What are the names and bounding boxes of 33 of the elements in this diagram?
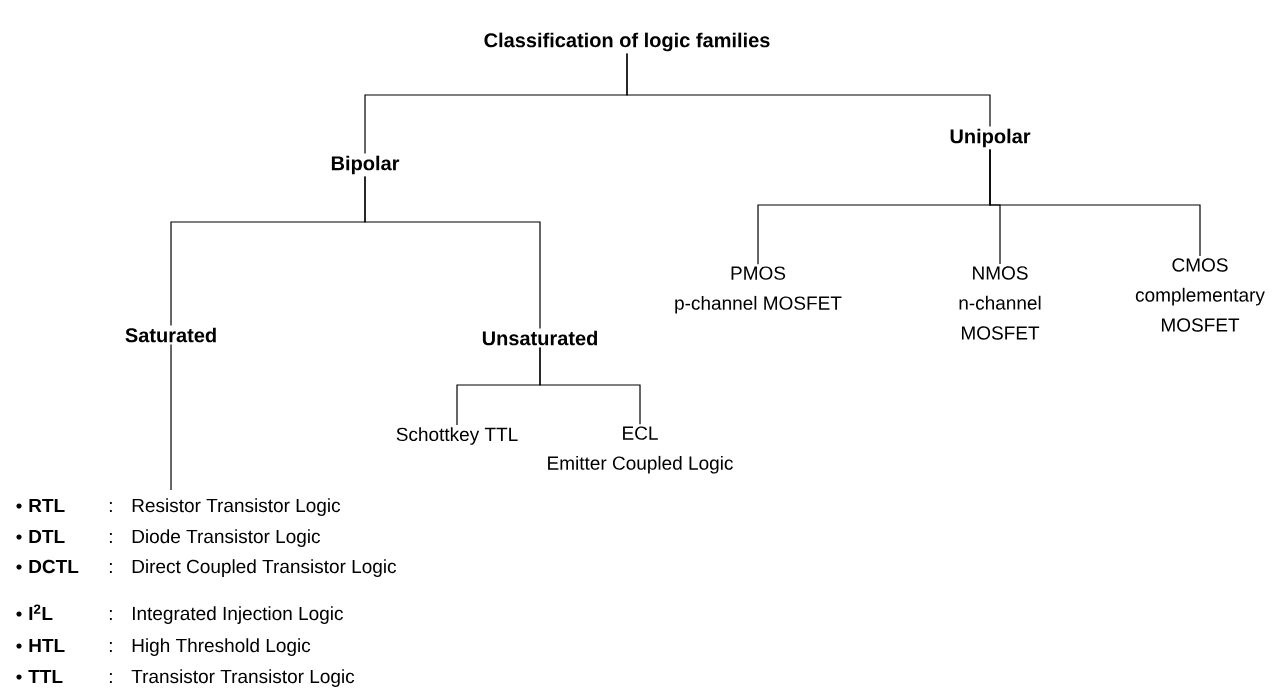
- tree-connector: [626, 52, 991, 128]
- description: Transistor Transistor Logic: [131, 669, 355, 687]
- separator: :: [109, 532, 112, 543]
- branch-label: Unipolar: [950, 128, 1031, 148]
- separator: :: [109, 641, 112, 652]
- separator: :: [109, 501, 112, 512]
- description: Integrated Injection Logic: [132, 606, 343, 624]
- leaf-label: Schottkey TTL: [396, 427, 518, 445]
- description: High Threshold Logic: [132, 638, 311, 656]
- branch-label: Bipolar: [331, 155, 400, 175]
- leaf-label: NMOS n-channel MOSFET: [959, 266, 1041, 340]
- leaf-label: CMOS complementary MOSFET: [1135, 258, 1265, 332]
- description: Direct Coupled Transistor Logic: [132, 559, 397, 577]
- abbreviation: DCTL: [29, 559, 79, 574]
- abbreviation: RTL: [29, 498, 65, 512]
- abbreviation: DTL: [29, 529, 65, 543]
- tree-connector: [989, 148, 1201, 257]
- leaf-label: ECL Emitter Coupled Logic: [548, 426, 733, 474]
- heading: Classification of logic families: [484, 32, 770, 52]
- separator: :: [109, 609, 112, 620]
- tree-connector: [170, 343, 172, 491]
- branch-label: Unsaturated: [482, 330, 597, 346]
- description: Diode Transistor Logic: [132, 529, 321, 547]
- abbreviation: I$^{2}$L: [29, 604, 53, 620]
- separator: :: [109, 672, 112, 683]
- branch-label: Saturated: [125, 327, 216, 343]
- separator: :: [109, 562, 112, 573]
- tree-connector: [364, 175, 541, 330]
- description: Resistor Transistor Logic: [132, 498, 341, 516]
- abbreviation: HTL: [29, 638, 65, 652]
- tree-connector: [539, 346, 641, 425]
- leaf-label: PMOS p-channel MOSFET: [675, 266, 842, 314]
- abbreviation: TTL: [28, 669, 63, 683]
